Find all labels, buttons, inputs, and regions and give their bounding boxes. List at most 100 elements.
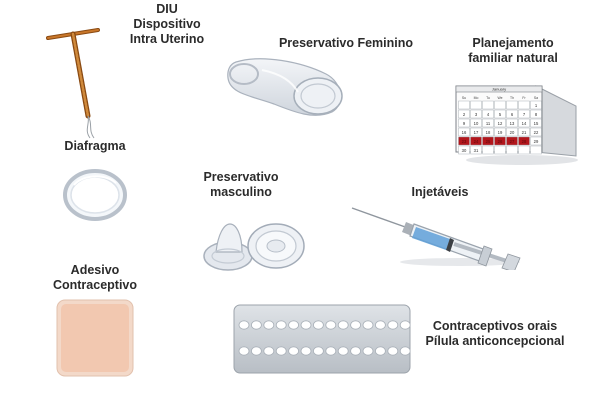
diu-label: DIU Dispositivo Intra Uterino: [129, 2, 205, 46]
pill: [300, 320, 312, 330]
calendar-day: 9: [463, 121, 466, 126]
calendar-day: 23: [462, 139, 467, 144]
pill-pack-illustration: [232, 303, 414, 377]
pill: [288, 320, 299, 330]
calendar-day: 28: [522, 139, 527, 144]
calendar-cell: [458, 145, 470, 155]
pill: [325, 320, 337, 330]
pill: [263, 346, 275, 356]
calendar-day: 8: [535, 112, 538, 117]
calendar-cell: [458, 136, 470, 146]
calendar-cell: [506, 136, 518, 146]
calendar-day: 2: [463, 112, 466, 117]
calendar-cell: [494, 109, 506, 119]
calendar-day: 31: [474, 148, 479, 153]
calendar-weekday: Th: [510, 96, 514, 100]
calendar-cell: [530, 127, 542, 137]
pill: [313, 346, 324, 356]
preservativo-masculino-label: Preservativo masculino: [203, 170, 279, 199]
calendar-day: 6: [511, 112, 514, 117]
calendar-day: 25: [486, 139, 491, 144]
calendar-cell: [518, 118, 530, 128]
pill: [325, 346, 337, 356]
pill: [362, 320, 374, 330]
injetaveis-label: Injetáveis: [411, 185, 469, 199]
calendar-cell: [494, 100, 506, 110]
preservativo-feminino-label: Preservativo Feminino: [278, 36, 414, 50]
pill: [275, 346, 287, 356]
calendar-day: 18: [486, 130, 491, 135]
calendar-cell: [518, 136, 530, 146]
calendar-weekday: Fr: [522, 96, 526, 100]
calendar-day: 22: [534, 130, 539, 135]
calendar-cell: [494, 127, 506, 137]
calendar-cell: [494, 136, 506, 146]
calendar-day: 17: [474, 130, 479, 135]
calendar-cell: [470, 100, 482, 110]
male-condom-illustration: [200, 214, 310, 276]
calendar-cell: [482, 109, 494, 119]
calendar-cell: [518, 127, 530, 137]
calendar-weekday: Sa: [534, 96, 538, 100]
pill-grid: [238, 320, 411, 356]
calendar-cell: [458, 118, 470, 128]
calendar-day: 7: [523, 112, 526, 117]
calendar-day: 11: [486, 121, 491, 126]
pill: [350, 320, 361, 330]
calendar-cell: [470, 136, 482, 146]
calendar-day: 13: [510, 121, 515, 126]
pill: [288, 346, 299, 356]
calendar-cell: [530, 136, 542, 146]
calendar-weekday: Tu: [486, 96, 490, 100]
calendar-cell: [530, 100, 542, 110]
calendar-cell: [470, 118, 482, 128]
female-condom-illustration: [222, 52, 352, 122]
calendar-cell: [458, 100, 470, 110]
pill: [374, 320, 386, 330]
calendar-cell: [470, 145, 482, 155]
calendar-day: 4: [487, 112, 490, 117]
calendar-day: 26: [498, 139, 503, 144]
pill: [374, 346, 386, 356]
calendar-weekday: We: [497, 96, 502, 100]
calendar-day: 16: [462, 130, 467, 135]
calendar-day: 3: [475, 112, 478, 117]
pill: [250, 320, 262, 330]
pill: [300, 346, 312, 356]
calendar-day: 12: [498, 121, 503, 126]
calendar-day: 29: [534, 139, 539, 144]
pill: [350, 346, 361, 356]
calendar-cell: [482, 127, 494, 137]
calendar-day: 5: [499, 112, 502, 117]
calendar-cell: [458, 127, 470, 137]
calendar-day: 14: [522, 121, 527, 126]
calendar-day: 27: [510, 139, 515, 144]
calendar-cell: [530, 109, 542, 119]
pill: [238, 346, 250, 356]
calendar-cell: [482, 145, 494, 155]
calendar-cell: [482, 118, 494, 128]
pill: [387, 320, 399, 330]
syringe-illustration: [350, 200, 530, 270]
pill: [387, 346, 399, 356]
calendar-weekday: Su: [462, 96, 466, 100]
calendar-cell: [518, 145, 530, 155]
calendar-cell: [530, 145, 542, 155]
calendar-cell: [482, 100, 494, 110]
pill: [362, 346, 374, 356]
diaphragm-illustration: [60, 165, 130, 225]
calendar-cell: [470, 127, 482, 137]
pill: [275, 320, 287, 330]
iud-illustration: [40, 20, 110, 140]
pilula-label: Contraceptivos orais Pílula anticoncepci…: [425, 319, 565, 348]
calendar-cell: [494, 118, 506, 128]
calendar-day: 24: [474, 139, 479, 144]
calendar-cell: [518, 109, 530, 119]
calendar-cell: [494, 145, 506, 155]
calendar-month: January: [492, 87, 506, 92]
calendar-day: 1: [535, 103, 538, 108]
pill: [337, 346, 349, 356]
calendar-cell: [518, 100, 530, 110]
pill: [250, 346, 262, 356]
